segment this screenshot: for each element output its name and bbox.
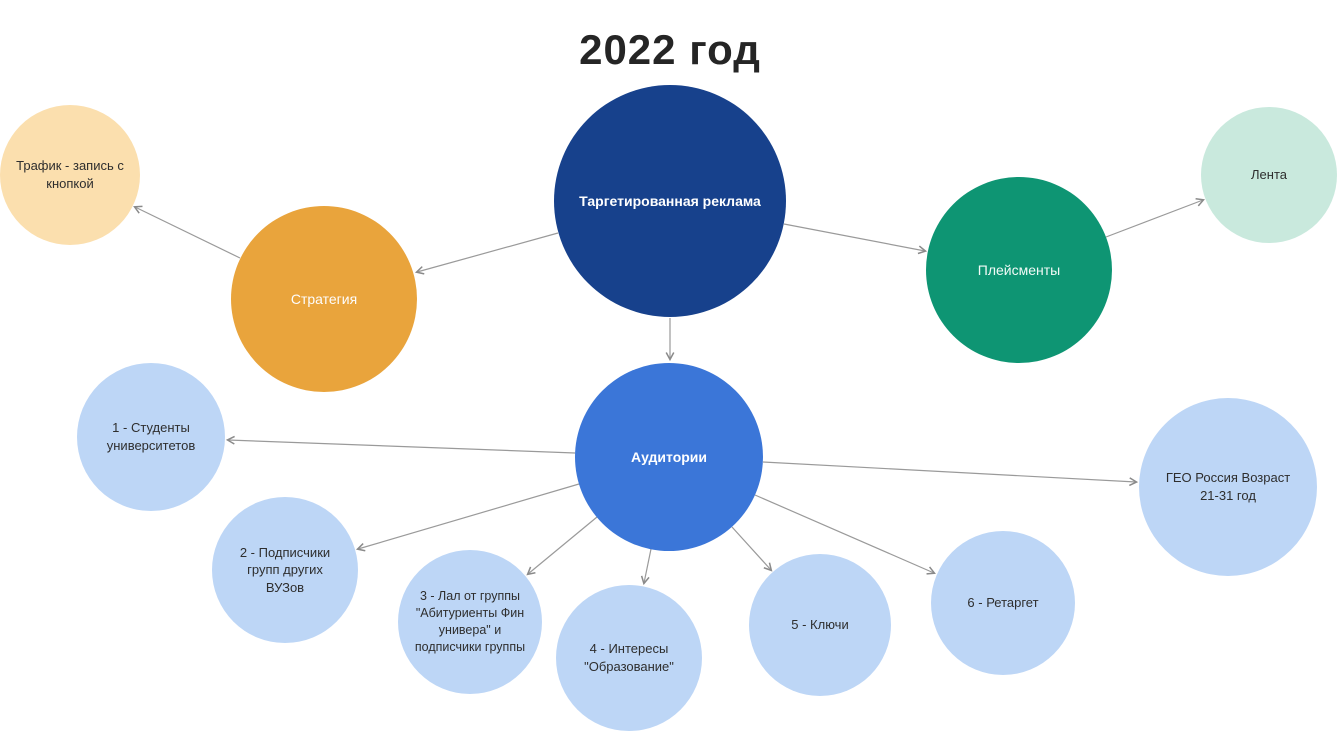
- node-label: Таргетированная реклама: [579, 192, 761, 209]
- edge-root-placements: [783, 223, 928, 255]
- node-label: Стратегия: [290, 290, 358, 307]
- edge-placements-feed: [1105, 198, 1205, 238]
- node-audience-6-retarget[interactable]: 6 - Ретаргет: [931, 531, 1075, 675]
- node-audience-4-education-interests[interactable]: 4 - Интересы "Образование": [556, 585, 702, 731]
- node-feed[interactable]: Лента: [1201, 107, 1337, 243]
- edge-strategy-traffic: [133, 205, 241, 259]
- node-audience-3-lookalike-group[interactable]: 3 - Лал от группы "Абитуриенты Фин униве…: [398, 550, 542, 694]
- node-audience-2-other-universities-subscribers[interactable]: 2 - Подписчики групп других ВУЗов: [212, 497, 358, 643]
- node-label: 3 - Лал от группы "Абитуриенты Фин униве…: [414, 589, 526, 654]
- node-label: ГЕО Россия Возраст 21-31 год: [1165, 470, 1291, 503]
- node-geo-russia-age[interactable]: ГЕО Россия Возраст 21-31 год: [1139, 398, 1317, 576]
- node-strategy[interactable]: Стратегия: [231, 206, 417, 392]
- diagram-title: 2022 год: [579, 26, 761, 73]
- edge-root-strategy: [414, 232, 559, 275]
- node-label: 1 - Студенты университетов: [106, 420, 196, 453]
- node-label: 5 - Ключи: [791, 617, 849, 633]
- node-placements[interactable]: Плейсменты: [926, 177, 1112, 363]
- edge-audiences-aud1: [225, 435, 576, 454]
- node-label: 4 - Интересы "Образование": [584, 641, 674, 674]
- node-audiences[interactable]: Аудитории: [575, 363, 763, 551]
- edge-audiences-aud3: [526, 516, 598, 576]
- node-label: 6 - Ретаргет: [967, 595, 1039, 611]
- node-label: Плейсменты: [977, 261, 1061, 278]
- edge-audiences-aud6: [754, 494, 936, 575]
- node-label: Аудитории: [630, 448, 708, 465]
- edge-audiences-aud2: [355, 483, 580, 552]
- node-audience-1-university-students[interactable]: 1 - Студенты университетов: [77, 363, 225, 511]
- edge-audiences-aud5: [731, 526, 773, 572]
- edge-audiences-geo: [762, 461, 1139, 487]
- edge-audiences-aud4: [640, 548, 652, 586]
- node-traffic-record-button[interactable]: Трафик - запись с кнопкой: [0, 105, 140, 245]
- node-label: 2 - Подписчики групп других ВУЗов: [239, 544, 331, 595]
- node-label: Трафик - запись с кнопкой: [16, 158, 124, 191]
- node-label: Лента: [1251, 167, 1287, 183]
- node-audience-5-keywords[interactable]: 5 - Ключи: [749, 554, 891, 696]
- node-targeted-advertising[interactable]: Таргетированная реклама: [554, 85, 786, 317]
